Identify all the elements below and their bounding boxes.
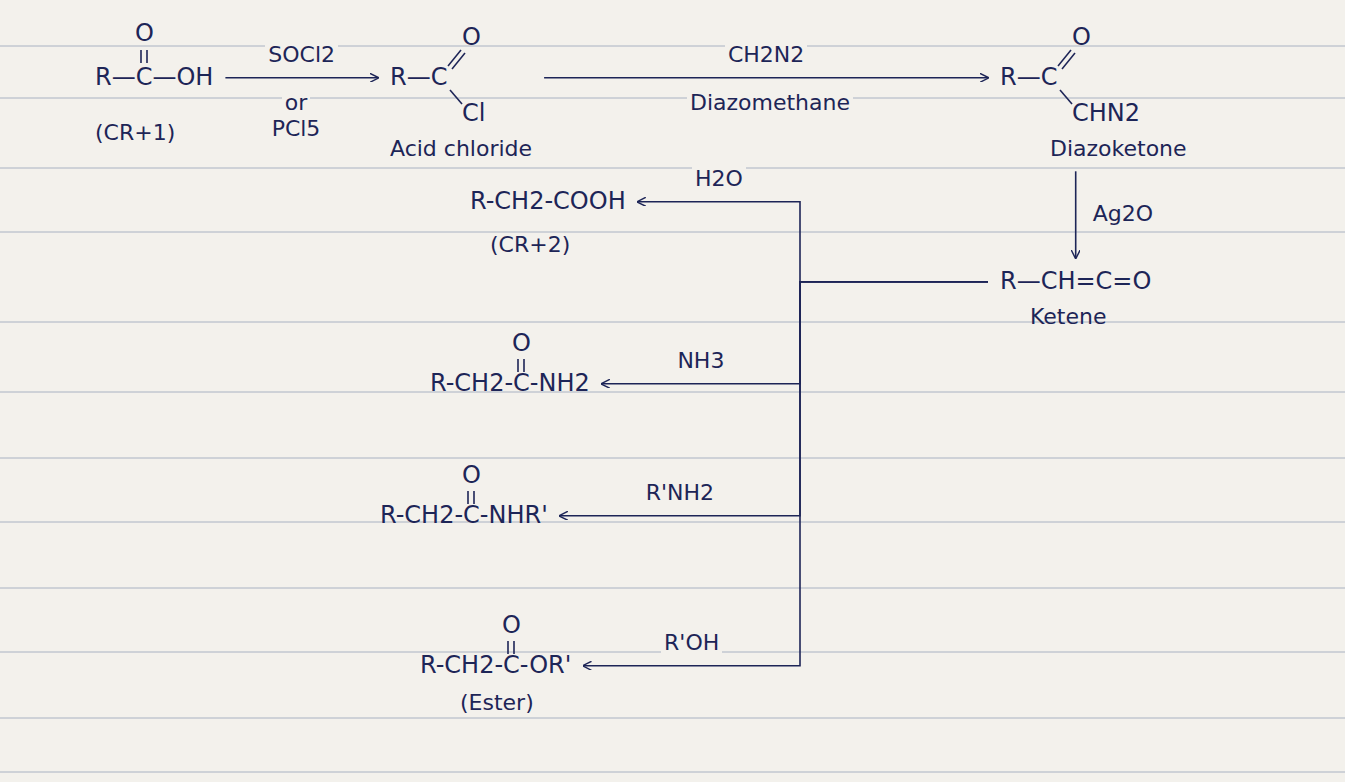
reagent: R'NH2 [643,480,717,505]
reagent: NH3 [674,348,727,373]
reaction-arrow [1075,171,1077,258]
compound: O R-CH2-C-NH2 [430,330,594,402]
formula-part: CHN2 [1072,100,1140,128]
formula-part: (CR+2) [490,232,570,257]
reaction-arrow [602,282,988,384]
formula-part: Ketene [1030,304,1107,329]
reaction-arrow [560,282,988,516]
reagent: CH2N2 [725,42,807,67]
reaction-arrow [583,282,988,666]
reagent: SOCl2 [265,42,338,67]
formula-part: Diazoketone [1050,136,1187,161]
note: or [282,90,311,115]
formula-part: O [462,462,481,490]
reaction-arrow [544,77,988,79]
formula-part: (CR+1) [95,120,175,145]
formula-part: Cl [462,100,485,128]
reaction-arrow [638,202,988,282]
compound: O R-CH2-C-OR' (Ester) [420,612,576,720]
note: Diazomethane [687,90,853,115]
compound: O R—C—OH (CR+1) [95,20,218,150]
formula-part: O [1072,24,1091,52]
formula-part: Acid chloride [390,136,532,161]
reaction-arrow [225,77,378,79]
note: PCl5 [269,116,324,141]
compound: O R-CH2-C-NHR' [380,462,552,534]
reagent: R'OH [661,630,722,655]
formula-part: O [512,330,531,358]
reagent: Ag2O [1090,201,1156,226]
compound: R-CH2-COOH (CR+2) [470,188,630,262]
reagent: H2O [692,166,746,191]
formula-part: O [462,24,481,52]
formula: R—C—OH [95,64,213,92]
formula: R-CH2-C-NH2 [430,370,590,398]
formula-part: O [135,20,154,48]
formula: R—C [390,64,447,92]
compound: R—CH=C=O Ketene [1000,268,1156,334]
formula: R-CH2-COOH [470,188,626,216]
formula-part: O [502,612,521,640]
formula: R—C [1000,64,1057,92]
formula: R-CH2-C-NHR' [380,502,548,530]
formula: R—CH=C=O [1000,268,1151,296]
compound: R—C O CHN2Diazoketone [1000,20,1191,166]
compound: R—C O ClAcid chloride [390,20,537,166]
formula: R-CH2-C-OR' [420,652,571,680]
formula-part: (Ester) [460,690,534,715]
